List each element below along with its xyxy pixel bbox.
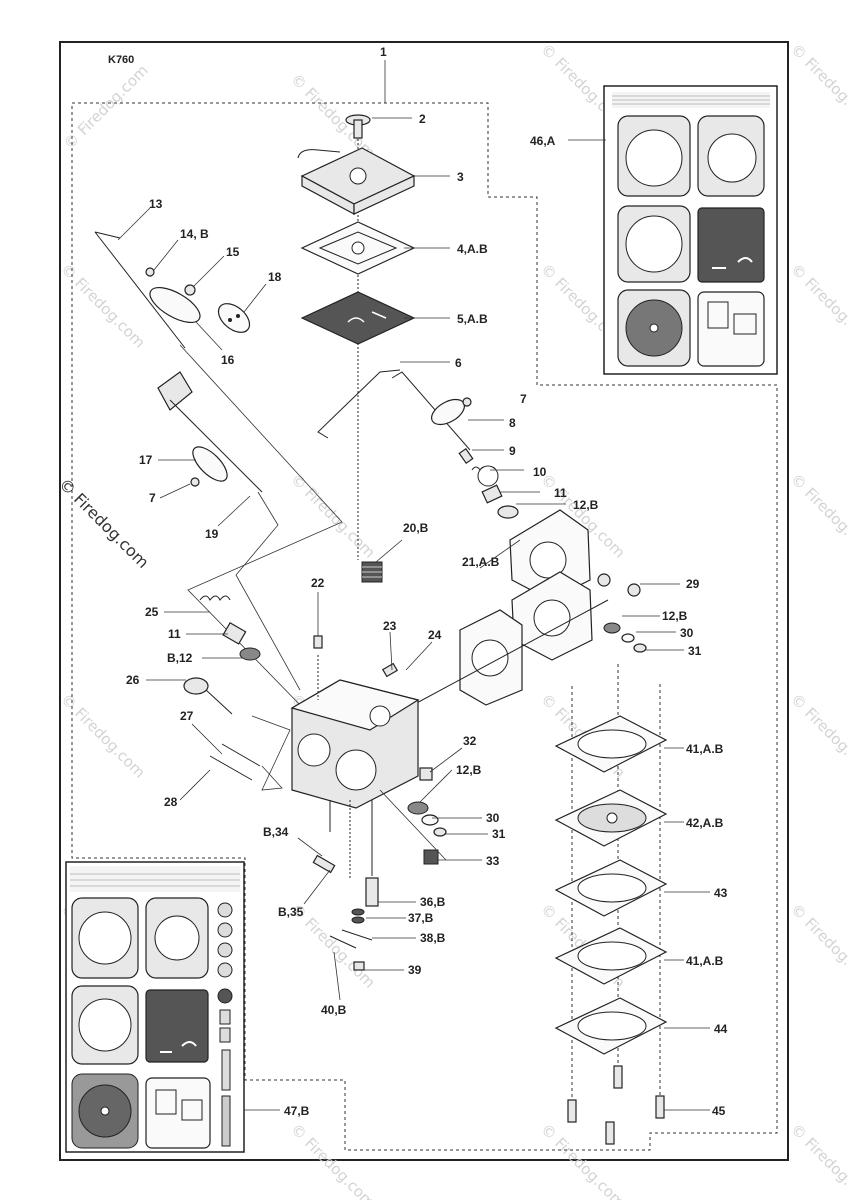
callout-label: 41,A.B	[686, 954, 724, 968]
callout-label: 6	[455, 356, 462, 370]
callout-label: 36,B	[420, 895, 446, 909]
callout-label: 13	[149, 197, 163, 211]
bottom-parts	[312, 767, 447, 971]
callout-label: 45	[712, 1104, 726, 1118]
callout-label: 7	[149, 491, 156, 505]
inlet-lever-parts	[317, 369, 519, 519]
callout-label: 40,B	[321, 1003, 347, 1017]
callout-label: 39	[408, 963, 422, 977]
callout-label: 41,A.B	[686, 742, 724, 756]
leader-lines	[117, 60, 710, 1111]
callout-label: 44	[714, 1022, 728, 1036]
callout-label: 43	[714, 886, 728, 900]
callout-labels: 1 2 3 4,A.B 5,A.B 6 7 8 9 10 11 12,B 46,…	[126, 45, 728, 1118]
callout-label: 20,B	[403, 521, 429, 535]
callout-label: 26	[126, 673, 140, 687]
callout-label: 30	[680, 626, 694, 640]
choke-shaft-group	[157, 371, 263, 493]
callout-label: 22	[311, 576, 325, 590]
callout-label: 11	[554, 486, 567, 500]
callout-label: 10	[533, 465, 547, 479]
callout-label: 11	[168, 627, 181, 641]
left-side-parts	[183, 595, 291, 791]
callout-label: 46,A	[530, 134, 556, 148]
callout-label: 19	[205, 527, 219, 541]
callout-label: 31	[688, 644, 702, 658]
callout-label: 32	[463, 734, 477, 748]
callout-label: 1	[380, 45, 387, 59]
callout-label: 47,B	[284, 1104, 310, 1118]
callout-label: 31	[492, 827, 506, 841]
callout-label: 42,A.B	[686, 816, 724, 830]
callout-label: 8	[509, 416, 516, 430]
diagram-frame	[59, 41, 789, 1161]
watermark: © Firedog.com	[787, 1120, 848, 1200]
callout-label: 7	[520, 392, 527, 406]
watermark: © Firedog.com	[57, 690, 149, 782]
callout-label: 24	[428, 628, 442, 642]
callout-label: B,12	[167, 651, 193, 665]
watermark: © Firedog.com	[60, 61, 152, 153]
watermark: © Firedog.com	[787, 470, 848, 562]
watermark: © Firedog.com	[787, 900, 848, 992]
kit-46-box	[603, 85, 778, 375]
callout-label: 17	[139, 453, 153, 467]
watermark: © Firedog.com	[787, 260, 848, 352]
callout-label: 37,B	[408, 911, 434, 925]
watermark: © Firedog.com	[787, 40, 848, 132]
callout-label: 38,B	[420, 931, 446, 945]
assembly-boundary	[71, 102, 778, 1151]
callout-label: 28	[164, 795, 178, 809]
model-label: K760	[108, 54, 134, 66]
callout-label: 33	[486, 854, 500, 868]
watermark: © Firedog.com	[57, 260, 149, 352]
flange-gaskets	[399, 509, 647, 713]
callout-label: 9	[509, 444, 516, 458]
callout-label: 21,A.B	[462, 555, 500, 569]
callout-label: 27	[180, 709, 194, 723]
callout-label: 12,B	[573, 498, 599, 512]
diaphragm-stack	[554, 664, 668, 1145]
callout-label: 12,B	[456, 763, 482, 777]
kit-47-box	[65, 861, 245, 1153]
watermark: © Firedog.com	[787, 690, 848, 782]
callout-label: 2	[419, 112, 426, 126]
carburetor-body	[290, 635, 420, 809]
pump-cover-stack	[297, 114, 416, 560]
callout-label: 25	[145, 605, 159, 619]
callout-label: 29	[686, 577, 700, 591]
callout-label: 5,A.B	[457, 312, 488, 326]
throttle-shaft-group	[94, 231, 251, 349]
callout-label: 12,B	[662, 609, 688, 623]
callout-label: 18	[268, 270, 282, 284]
callout-label: 30	[486, 811, 500, 825]
callout-label: 15	[226, 245, 240, 259]
callout-label: 14, B	[180, 227, 209, 241]
callout-label: 4,A.B	[457, 242, 488, 256]
side-watermark: © Firedog.com	[55, 474, 153, 572]
assembly-line	[235, 491, 301, 691]
callout-label: 23	[383, 619, 397, 633]
callout-label: 3	[457, 170, 464, 184]
callout-label: 16	[221, 353, 235, 367]
screen-part	[361, 561, 383, 583]
callout-label: B,35	[278, 905, 304, 919]
callout-label: B,34	[263, 825, 289, 839]
watermark: © Firedog.com	[287, 470, 379, 562]
